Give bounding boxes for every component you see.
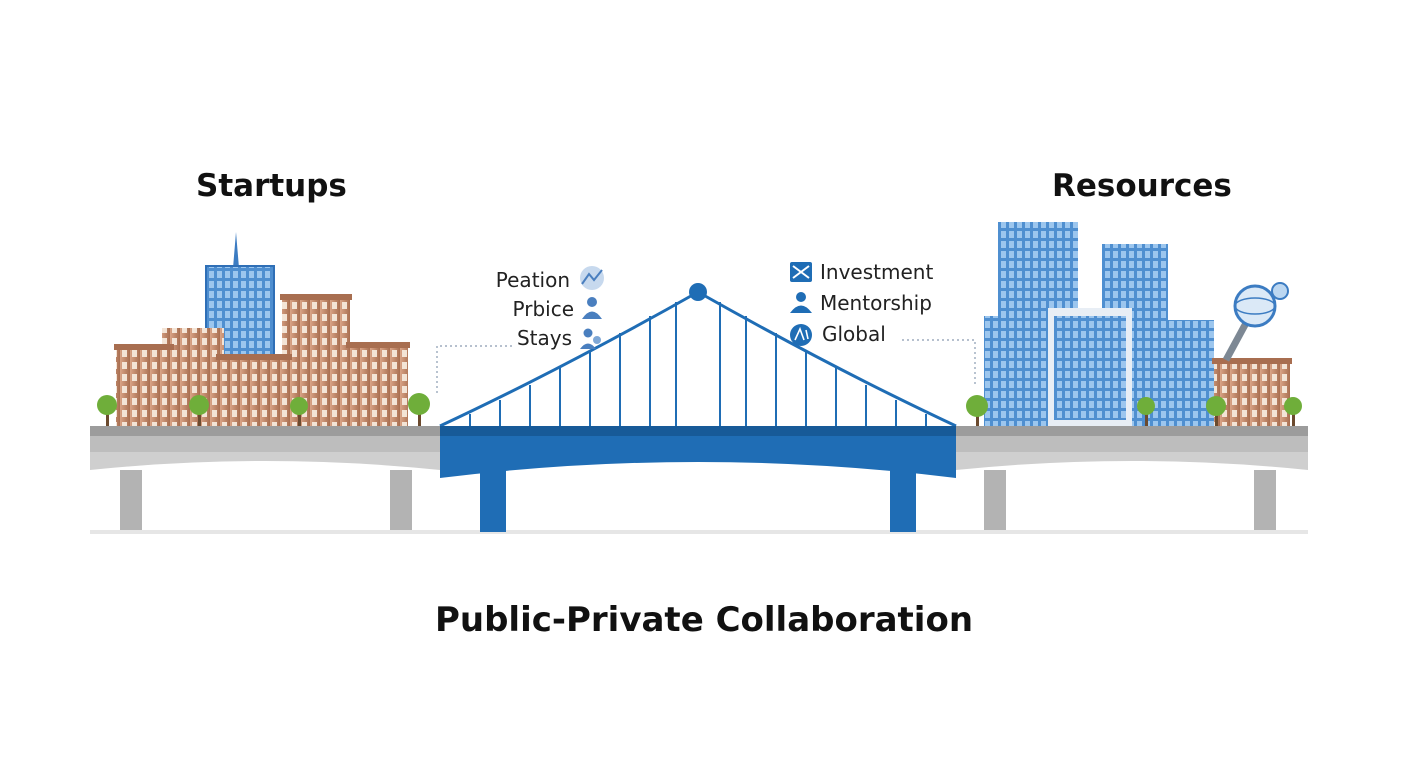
person-icon: [582, 297, 602, 319]
right-road: [956, 426, 1308, 532]
globe-icon: [790, 324, 812, 346]
left-connector: [436, 345, 512, 396]
right-item-label: Global: [822, 322, 886, 346]
left-city: [97, 232, 430, 427]
left-item-label: Stays: [516, 326, 572, 350]
left-item-label: Prbice: [512, 297, 574, 321]
right-item-label: Investment: [820, 260, 934, 284]
diagram-caption: Public-Private Collaboration: [434, 600, 974, 640]
left-item-label: Peation: [495, 268, 570, 292]
left-road: [90, 426, 440, 532]
money-icon: [790, 262, 812, 282]
right-item-label: Mentorship: [820, 291, 932, 315]
resources-title: Resources: [1052, 168, 1232, 204]
chart-icon: [580, 266, 604, 290]
bridge: [439, 283, 957, 532]
right-city: [966, 222, 1302, 426]
right-connector: [902, 339, 976, 384]
startups-title: Startups: [196, 168, 347, 204]
people-icon: [580, 328, 601, 349]
person-icon: [790, 292, 812, 313]
